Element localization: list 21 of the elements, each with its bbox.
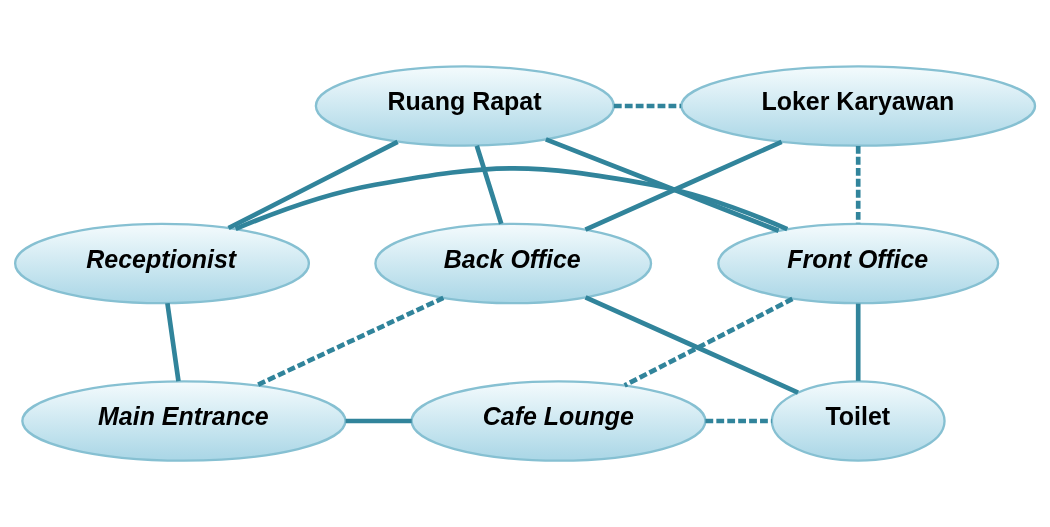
connector bbox=[227, 139, 399, 231]
node-ellipse: Ruang Rapat bbox=[314, 65, 615, 147]
connector bbox=[705, 418, 772, 424]
connector bbox=[855, 303, 861, 381]
node-ellipse: Back Office bbox=[374, 222, 653, 305]
node-ellipse: Toilet bbox=[770, 380, 946, 462]
connector bbox=[474, 145, 504, 225]
connector bbox=[165, 302, 181, 382]
node-ellipse: Main Entrance bbox=[21, 380, 347, 462]
connector bbox=[345, 418, 412, 424]
node-ellipse: Loker Karyawan bbox=[680, 65, 1037, 147]
node-ellipse: Front Office bbox=[717, 222, 1000, 305]
connector bbox=[584, 139, 783, 232]
connector bbox=[255, 295, 445, 388]
connector bbox=[613, 103, 682, 109]
connector bbox=[545, 137, 780, 233]
node-ellipse: Receptionist bbox=[14, 222, 311, 305]
connector bbox=[234, 166, 789, 232]
connector bbox=[584, 295, 799, 395]
node-ellipse: Cafe Lounge bbox=[410, 380, 707, 462]
connector bbox=[623, 296, 794, 388]
